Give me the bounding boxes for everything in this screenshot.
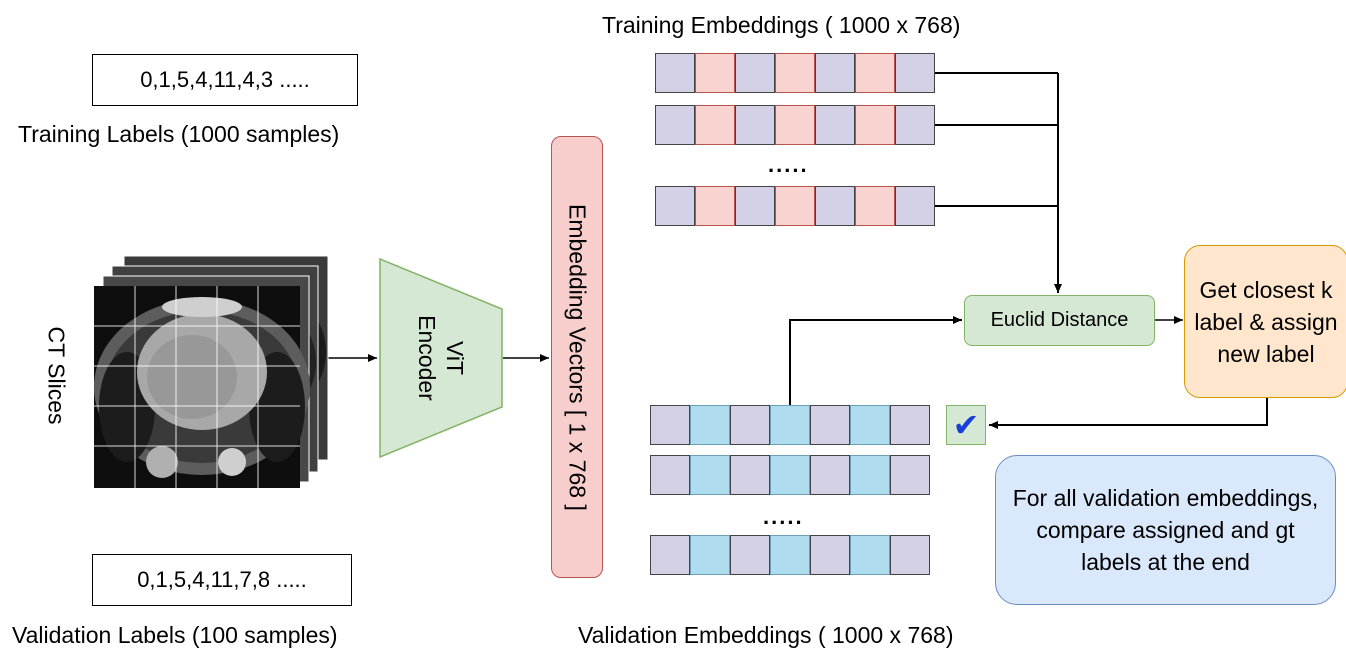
training-labels-caption: Training Labels (1000 samples) bbox=[18, 121, 340, 147]
embedding-cell bbox=[650, 455, 690, 495]
embedding-cell bbox=[735, 105, 775, 145]
vit-encoder-shape bbox=[379, 257, 503, 459]
embedding-cell bbox=[850, 535, 890, 575]
embedding-cell bbox=[655, 53, 695, 93]
embedding-cell bbox=[890, 405, 930, 445]
embedding-cell bbox=[850, 455, 890, 495]
embedding-cell bbox=[650, 535, 690, 575]
compare-labels-box: For all validation embeddings, compare a… bbox=[995, 455, 1336, 605]
embedding-cell bbox=[695, 186, 735, 226]
check-icon: ✔ bbox=[946, 405, 986, 445]
vit-encoder: ViT Encoder bbox=[378, 257, 504, 459]
vit-encoder-label: ViT Encoder bbox=[414, 315, 468, 401]
validation-labels-caption: Validation Labels (100 samples) bbox=[12, 622, 338, 648]
ct-slices-label-wrap: CT Slices bbox=[36, 300, 76, 450]
arrow-val-to-euclid bbox=[789, 316, 962, 405]
embedding-cell bbox=[730, 405, 770, 445]
embedding-cell bbox=[690, 405, 730, 445]
embedding-cell bbox=[895, 105, 935, 145]
embedding-cell bbox=[890, 535, 930, 575]
arrow-closest-to-check bbox=[989, 398, 1268, 429]
embedding-cell bbox=[690, 455, 730, 495]
embedding-cell bbox=[890, 455, 930, 495]
embedding-cell bbox=[810, 405, 850, 445]
validation-labels-box: 0,1,5,4,11,7,8 ..... bbox=[92, 554, 352, 606]
embedding-cell bbox=[815, 186, 855, 226]
embedding-vectors-label: Embedding Vectors [ 1 x 768 ] bbox=[564, 203, 591, 511]
training-labels-box: 0,1,5,4,11,4,3 ..... bbox=[92, 54, 358, 106]
closest-label-box: Get closest k label & assign new label bbox=[1184, 245, 1346, 398]
embedding-cell bbox=[735, 53, 775, 93]
validation-embedding-row bbox=[650, 455, 930, 495]
embedding-cell bbox=[770, 535, 810, 575]
embedding-cell bbox=[655, 186, 695, 226]
embedding-cell bbox=[695, 105, 735, 145]
embedding-cell bbox=[895, 186, 935, 226]
embedding-cell bbox=[775, 53, 815, 93]
embedding-cell bbox=[855, 105, 895, 145]
embedding-cell bbox=[815, 105, 855, 145]
embedding-cell bbox=[695, 53, 735, 93]
training-embeddings-caption: Training Embeddings ( 1000 x 768) bbox=[602, 12, 961, 38]
validation-embedding-row bbox=[650, 405, 930, 445]
embedding-cell bbox=[810, 535, 850, 575]
validation-embeddings-ellipsis: ..... bbox=[763, 504, 804, 529]
embedding-cell bbox=[730, 455, 770, 495]
euclid-distance-box: Euclid Distance bbox=[964, 295, 1155, 346]
embedding-vectors-bar: Embedding Vectors [ 1 x 768 ] bbox=[551, 136, 603, 578]
embedding-cell bbox=[815, 53, 855, 93]
embedding-cell bbox=[770, 455, 810, 495]
training-labels-values: 0,1,5,4,11,4,3 ..... bbox=[140, 67, 310, 92]
euclid-distance-label: Euclid Distance bbox=[990, 309, 1129, 331]
ct-slices-stack-image bbox=[94, 255, 329, 488]
embedding-cell bbox=[655, 105, 695, 145]
embedding-cell bbox=[770, 405, 810, 445]
embedding-cell bbox=[650, 405, 690, 445]
ct-slices-label: CT Slices bbox=[43, 326, 70, 424]
check-symbol: ✔ bbox=[952, 407, 980, 443]
embedding-cell bbox=[775, 105, 815, 145]
embedding-cell bbox=[850, 405, 890, 445]
training-embeddings-ellipsis: ..... bbox=[768, 152, 809, 177]
embedding-cell bbox=[810, 455, 850, 495]
embedding-cell bbox=[895, 53, 935, 93]
embedding-cell bbox=[690, 535, 730, 575]
embedding-cell bbox=[775, 186, 815, 226]
training-embedding-row bbox=[655, 186, 935, 226]
training-embedding-row bbox=[655, 53, 935, 93]
closest-label-text: Get closest k label & assign new label bbox=[1194, 276, 1338, 367]
embedding-cell bbox=[855, 186, 895, 226]
embedding-cell bbox=[855, 53, 895, 93]
validation-embedding-row bbox=[650, 535, 930, 575]
validation-embeddings-caption: Validation Embeddings ( 1000 x 768) bbox=[578, 622, 954, 648]
embedding-cell bbox=[735, 186, 775, 226]
compare-labels-text: For all validation embeddings, compare a… bbox=[1012, 485, 1319, 575]
training-embedding-row bbox=[655, 105, 935, 145]
embedding-cell bbox=[730, 535, 770, 575]
validation-labels-values: 0,1,5,4,11,7,8 ..... bbox=[137, 567, 307, 592]
